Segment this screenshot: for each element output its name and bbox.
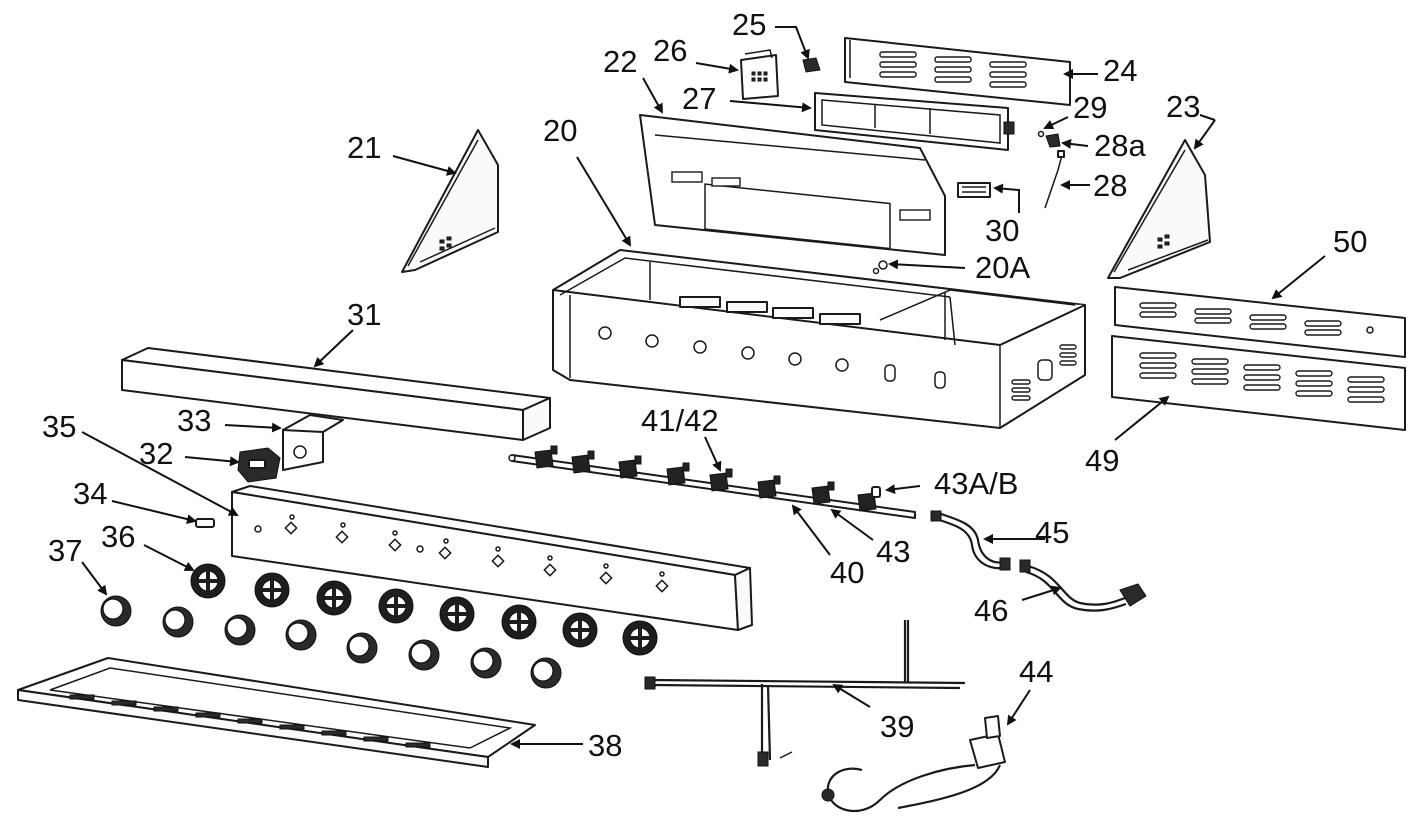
gas-valve: [571, 450, 595, 474]
part-33-bracket: [282, 414, 344, 471]
gas-valve: [757, 475, 781, 499]
part-46-regulator: [1019, 559, 1147, 612]
label-24: 24: [1103, 53, 1137, 88]
label-37: 37: [48, 533, 82, 568]
label-33: 33: [177, 403, 211, 438]
part-28a-fitting: [1045, 133, 1061, 148]
label-38: 38: [588, 728, 622, 763]
label-45: 45: [1035, 515, 1069, 550]
bezel-ring: [378, 588, 414, 624]
label-30: 30: [985, 213, 1019, 248]
leader-lines: [81, 26, 1326, 749]
control-knob: [162, 606, 194, 638]
label-27: 27: [682, 81, 716, 116]
part-21-left-end-bracket: [401, 129, 499, 273]
gas-valve: [618, 455, 642, 479]
bezel-ring: [501, 604, 537, 640]
part-28-wire: [1044, 150, 1065, 209]
bezel-ring: [562, 612, 598, 648]
label-36: 36: [101, 519, 135, 554]
gas-valve: [666, 462, 690, 486]
label-41-42: 41/42: [641, 403, 719, 438]
part-32-igniter-module: [237, 447, 281, 483]
part-44-transformer: [821, 715, 1006, 812]
gas-valve: [709, 468, 733, 492]
control-knob: [530, 657, 562, 689]
label-43: 43: [876, 534, 910, 569]
label-35: 35: [42, 409, 76, 444]
label-20: 20: [543, 113, 577, 148]
label-39: 39: [880, 709, 914, 744]
bezel-ring: [316, 580, 352, 616]
part-20-grill-body: [552, 249, 1086, 429]
part-35-front-fascia: [231, 485, 753, 631]
part-29-screw: [1037, 130, 1045, 138]
bezel-ring: [439, 596, 475, 632]
label-21: 21: [347, 130, 381, 165]
label-32: 32: [139, 436, 173, 471]
gas-valve: [534, 445, 558, 469]
label-26: 26: [653, 33, 687, 68]
label-34: 34: [73, 476, 107, 511]
control-knob: [224, 614, 256, 646]
label-44: 44: [1019, 654, 1053, 689]
bezel-ring: [622, 620, 658, 656]
control-knob: [470, 647, 502, 679]
part-26-plate: [740, 49, 779, 100]
part-22-control-panel: [639, 114, 946, 256]
control-knob: [285, 619, 317, 651]
part-50-vent-panel: [1114, 286, 1406, 358]
label-22: 22: [603, 44, 637, 79]
part-31-beam: [121, 347, 551, 441]
part-37-knobs: [100, 595, 562, 689]
label-28: 28: [1093, 168, 1127, 203]
part-labels: 21 20 22 26 25 27 24 23 29 28a 28 30 20A…: [42, 7, 1367, 763]
part-41-42-valves: [534, 445, 881, 512]
gas-valve: [811, 481, 835, 505]
control-knob: [346, 632, 378, 664]
part-43ab-orifice: [871, 486, 881, 498]
label-28a: 28a: [1094, 128, 1146, 163]
part-27-light-housing: [814, 92, 1015, 151]
part-25-clip: [802, 57, 821, 73]
label-40: 40: [830, 555, 864, 590]
part-20a-grommet: [872, 260, 888, 275]
control-knob: [100, 595, 132, 627]
label-29: 29: [1073, 90, 1107, 125]
bezel-ring: [190, 563, 226, 599]
label-20a: 20A: [975, 250, 1030, 285]
bezel-ring: [254, 572, 290, 608]
part-34-igniter-button: [195, 518, 215, 528]
control-knob: [408, 639, 440, 671]
part-38-drip-tray: [17, 657, 536, 768]
label-50: 50: [1333, 224, 1367, 259]
part-36-bezels: [190, 563, 658, 656]
label-23: 23: [1166, 89, 1200, 124]
label-31: 31: [347, 297, 381, 332]
part-49-vent-panel: [1111, 335, 1406, 431]
part-30-switch: [957, 182, 991, 198]
part-23-right-end-bracket: [1107, 139, 1211, 279]
label-46: 46: [974, 593, 1008, 628]
part-45-hose: [930, 510, 1011, 571]
label-25: 25: [732, 7, 766, 42]
part-39-wiring-harness: [644, 620, 966, 767]
part-24-vent-panel: [844, 37, 1071, 106]
label-49: 49: [1085, 443, 1119, 478]
label-43ab: 43A/B: [934, 466, 1018, 501]
